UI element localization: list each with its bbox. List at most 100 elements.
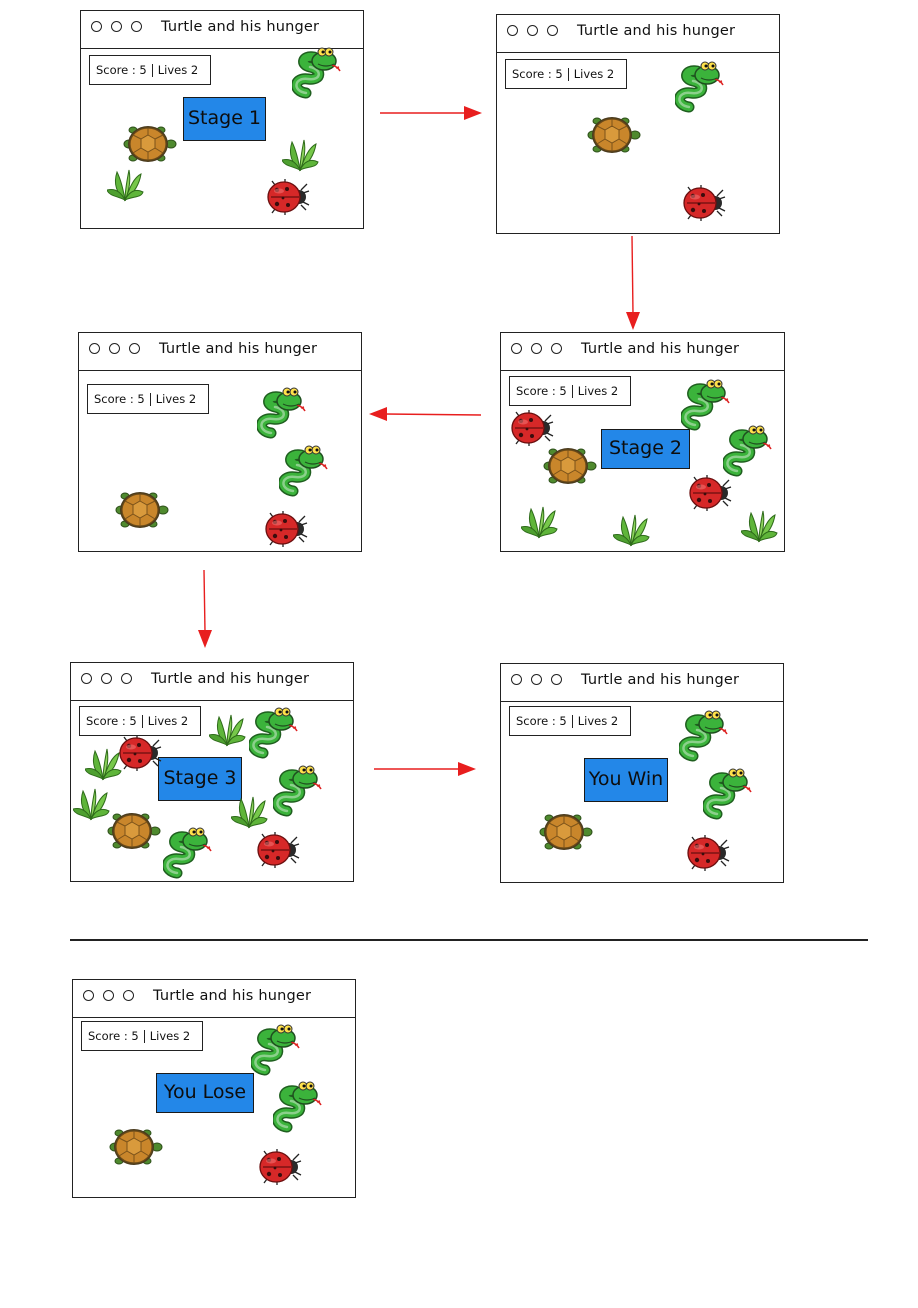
lives-value: 2 xyxy=(610,384,619,398)
lives-value: 2 xyxy=(190,63,199,77)
title-bar: Turtle and his hunger xyxy=(71,663,353,701)
window-title: Turtle and his hunger xyxy=(581,341,740,357)
turtle-sprite xyxy=(123,125,177,163)
window-control-dot-icon[interactable] xyxy=(547,25,558,36)
snake-sprite xyxy=(279,445,335,497)
window-control-dot-icon[interactable] xyxy=(551,343,562,354)
stage-banner: Stage 1 xyxy=(183,97,266,141)
turtle-sprite xyxy=(107,812,161,850)
score-label: Score xyxy=(512,67,545,81)
turtle-sprite xyxy=(587,116,641,154)
score-label: Score xyxy=(88,1029,121,1043)
window-control-dot-icon[interactable] xyxy=(83,990,94,1001)
window-control-dot-icon[interactable] xyxy=(89,343,100,354)
title-bar: Turtle and his hunger xyxy=(497,15,779,53)
stage-banner: Stage 3 xyxy=(158,757,242,801)
lives-value: 2 xyxy=(182,1029,191,1043)
ladybug-sprite xyxy=(265,510,308,548)
lives-label: Lives xyxy=(577,714,608,728)
score-separator: : xyxy=(547,67,552,81)
title-bar: Turtle and his hunger xyxy=(501,664,783,702)
window-control-dot-icon[interactable] xyxy=(511,343,522,354)
window-control-dot-icon[interactable] xyxy=(101,673,112,684)
title-bar: Turtle and his hunger xyxy=(79,333,361,371)
flow-arrow-down-icon xyxy=(626,235,640,330)
leaf-sprite xyxy=(231,796,268,828)
leaf-sprite xyxy=(209,714,246,746)
window-control-dot-icon[interactable] xyxy=(527,25,538,36)
snake-sprite xyxy=(681,379,737,431)
lives-label: Lives xyxy=(157,63,188,77)
score-value: 5 xyxy=(137,392,145,406)
ladybug-sprite xyxy=(689,474,732,512)
score-separator: : xyxy=(551,714,556,728)
score-value: 5 xyxy=(559,714,567,728)
score-label: Score xyxy=(516,714,549,728)
score-value: 5 xyxy=(139,63,147,77)
ladybug-sprite xyxy=(257,831,300,869)
ladybug-sprite xyxy=(511,409,554,447)
window-title: Turtle and his hunger xyxy=(161,19,320,35)
section-divider xyxy=(70,939,868,941)
turtle-sprite xyxy=(109,1128,163,1166)
window-title: Turtle and his hunger xyxy=(581,672,740,688)
ladybug-sprite xyxy=(119,734,162,772)
snake-sprite xyxy=(675,61,731,113)
window-control-dot-icon[interactable] xyxy=(121,673,132,684)
score-lives-panel: Score : 5 Lives 2 xyxy=(89,55,211,85)
window-control-dot-icon[interactable] xyxy=(531,343,542,354)
flow-arrow-right-icon xyxy=(380,106,482,120)
lives-label: Lives xyxy=(577,384,608,398)
window-control-dot-icon[interactable] xyxy=(129,343,140,354)
snake-sprite xyxy=(163,827,219,879)
snake-sprite xyxy=(679,710,735,762)
score-separator: : xyxy=(551,384,556,398)
title-bar: Turtle and his hunger xyxy=(81,11,363,49)
window-control-dot-icon[interactable] xyxy=(531,674,542,685)
window-control-dot-icon[interactable] xyxy=(511,674,522,685)
snake-sprite xyxy=(273,1081,329,1133)
leaf-sprite xyxy=(613,514,650,546)
turtle-sprite xyxy=(539,813,593,851)
window-control-dot-icon[interactable] xyxy=(551,674,562,685)
score-label: Score xyxy=(94,392,127,406)
lives-value: 2 xyxy=(180,714,189,728)
window-title: Turtle and his hunger xyxy=(159,341,318,357)
window-control-dot-icon[interactable] xyxy=(123,990,134,1001)
stage-banner: Stage 2 xyxy=(601,429,690,469)
title-bar: Turtle and his hunger xyxy=(501,333,784,371)
window-control-dot-icon[interactable] xyxy=(111,21,122,32)
leaf-sprite xyxy=(741,510,778,542)
lives-label: Lives xyxy=(155,392,186,406)
window-control-dot-icon[interactable] xyxy=(81,673,92,684)
lives-value: 2 xyxy=(606,67,615,81)
turtle-sprite xyxy=(115,491,169,529)
score-separator: : xyxy=(123,1029,128,1043)
window-control-dot-icon[interactable] xyxy=(103,990,114,1001)
snake-sprite xyxy=(292,47,348,99)
lives-label: Lives xyxy=(573,67,604,81)
score-separator: : xyxy=(131,63,136,77)
window-control-dot-icon[interactable] xyxy=(507,25,518,36)
window-control-dot-icon[interactable] xyxy=(91,21,102,32)
game-window-stage1: Turtle and his hunger Score : 5 Lives 2 S… xyxy=(80,10,364,229)
snake-sprite xyxy=(723,425,779,477)
window-control-dot-icon[interactable] xyxy=(109,343,120,354)
window-title: Turtle and his hunger xyxy=(153,988,312,1004)
title-bar: Turtle and his hunger xyxy=(73,980,355,1018)
lose-banner: You Lose xyxy=(156,1073,254,1113)
window-control-dot-icon[interactable] xyxy=(131,21,142,32)
win-banner: You Win xyxy=(584,758,668,802)
score-separator: : xyxy=(129,392,134,406)
score-label: Score xyxy=(516,384,549,398)
score-label: Score xyxy=(96,63,129,77)
snake-sprite xyxy=(257,387,313,439)
